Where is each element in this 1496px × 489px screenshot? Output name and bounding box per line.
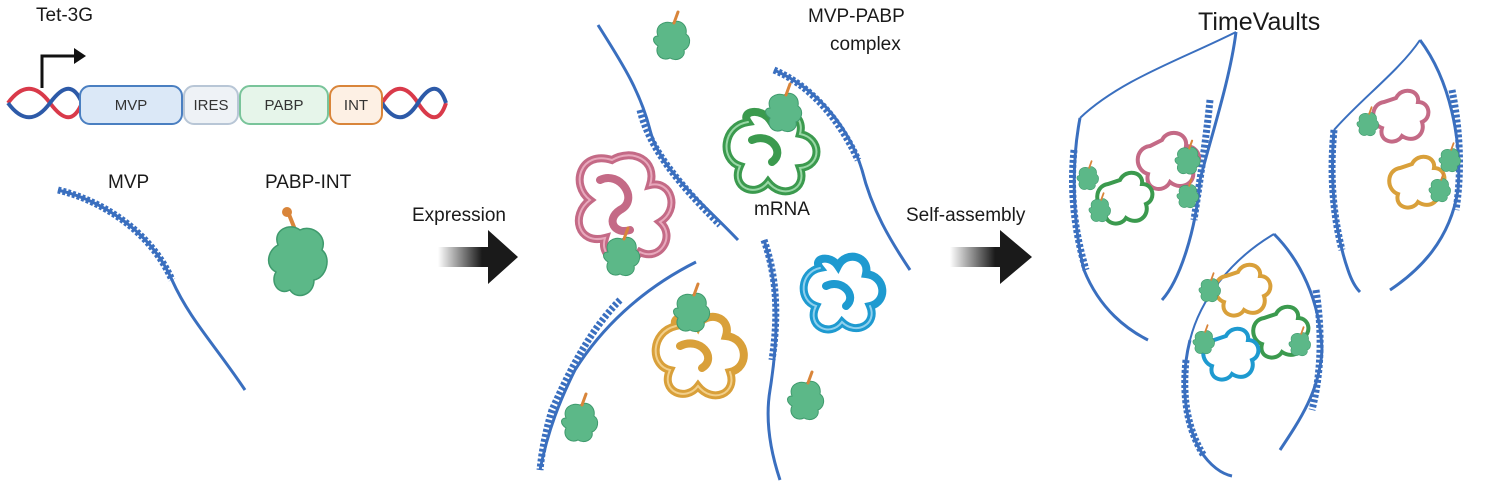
self-assembly-label: Self-assembly (906, 205, 1026, 226)
dna-helix-left (6, 86, 84, 120)
svg-text:IRES: IRES (193, 97, 228, 114)
pabp-int-bound-1 (764, 82, 804, 134)
vault-1 (1069, 31, 1238, 342)
expression-panel: MVP-PABP complex mRNA (536, 6, 912, 481)
vault-2 (1328, 39, 1463, 294)
construct-segment-mvp: MVP (79, 85, 183, 125)
self-assembly-step: Self-assembly (906, 205, 1032, 284)
svg-text:INT: INT (344, 97, 368, 114)
promoter-arrow (40, 54, 78, 88)
mvp-label: MVP (108, 172, 149, 193)
pabp-int-bound-3 (672, 282, 712, 334)
svg-text:PABP: PABP (265, 97, 304, 114)
timevaults-panel: TimeVaults (1069, 8, 1463, 478)
mvp-strands-middle (536, 24, 912, 481)
expression-step: Expression (412, 205, 518, 284)
mrna-label: mRNA (754, 199, 810, 220)
expression-arrow (438, 230, 518, 284)
self-assembly-arrow (950, 230, 1032, 284)
construct-segment-ires: IRES (183, 85, 239, 125)
pabp-int-free-2 (786, 370, 826, 422)
promoter-arrowhead (74, 48, 86, 64)
complex-label-line1: MVP-PABP (808, 6, 905, 27)
pabp-int-free-1 (652, 10, 692, 62)
timevaults-title: TimeVaults (1198, 8, 1320, 36)
mrna-pink-middle (574, 151, 676, 266)
construct-segment-pabp: PABP (239, 85, 329, 125)
complex-label-line2: complex (830, 34, 901, 55)
dna-helix-right (380, 86, 448, 120)
pabp-int-free-3 (560, 392, 600, 444)
construct-panel: Tet-3G MVP IRES PABP INT (6, 5, 448, 391)
promoter-label: Tet-3G (36, 5, 93, 26)
pabp-int-label: PABP-INT (265, 172, 352, 193)
mvp-strand-thick (57, 186, 176, 282)
construct-segment-int: INT (329, 85, 383, 125)
vault-3 (1181, 232, 1324, 478)
mrna-blue-middle (799, 252, 887, 334)
mvp-strand (57, 188, 247, 391)
pabp-int-protein (267, 207, 328, 297)
svg-text:MVP: MVP (115, 97, 148, 114)
expression-label: Expression (412, 205, 506, 226)
